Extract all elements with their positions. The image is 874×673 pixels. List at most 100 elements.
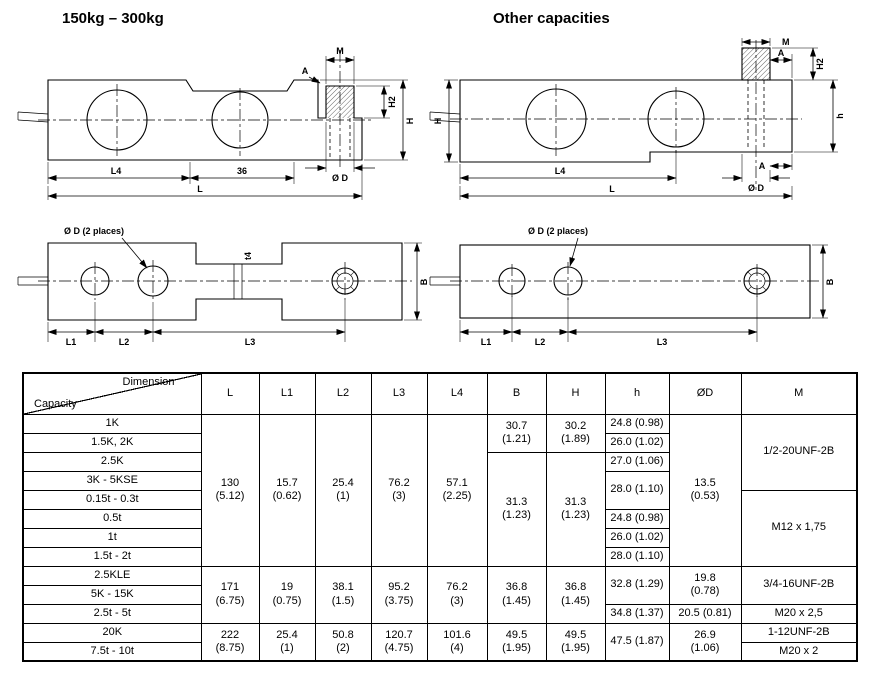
value-cell: 101.6 (4) [426, 622, 488, 662]
value-cell: 24.8 (0.98) [604, 508, 670, 529]
dim-label-M: M [336, 46, 344, 56]
dim-label-L: L [197, 184, 203, 194]
dim-label-t4: t4 [243, 252, 253, 260]
top-view-150kg: t4 Ø D (2 places) L [17, 226, 429, 347]
value-cell: 32.8 (1.29) [604, 565, 670, 605]
value-cell: 76.2 (3) [426, 565, 488, 624]
value-cell: 31.3 (1.23) [486, 451, 547, 567]
capacity-cell: 20K [22, 622, 202, 643]
value-cell: 27.0 (1.06) [604, 451, 670, 472]
side-view-other: M A H2 h H A [429, 37, 845, 200]
capacity-cell: 2.5KLE [22, 565, 202, 586]
dim-label-L: L [609, 184, 615, 194]
header-dimension: Dimension [122, 376, 175, 388]
dim-label-A: A [759, 161, 766, 171]
col-header-L2: L2 [314, 372, 372, 415]
dim-label-h: h [835, 113, 845, 119]
value-cell: M20 x 2,5 [740, 603, 858, 624]
value-cell: 34.8 (1.37) [604, 603, 670, 624]
table-header-row: Dimension Capacity L L1 L2 L3 L4 B H h Ø… [22, 372, 858, 415]
table-row: 20K 222 (8.75) 25.4 (1) 50.8 (2) 120.7 (… [22, 622, 858, 662]
value-cell: 26.0 (1.02) [604, 527, 670, 548]
table-row: 2.5KLE 171 (6.75) 19 (0.75) 38.1 (1.5) 9… [22, 565, 858, 624]
dim-label-H: H [433, 118, 443, 125]
value-cell: 25.4 (1) [314, 413, 372, 567]
dim-label-L4: L4 [111, 166, 122, 176]
dim-label-B: B [419, 278, 429, 285]
table-row: 7.5t - 10t M20 x 2 [22, 641, 858, 662]
value-cell: 222 (8.75) [200, 622, 260, 662]
dim-label-H2: H2 [815, 58, 825, 70]
table-row: 2.5t - 5t 34.8 (1.37) 20.5 (0.81) M20 x … [22, 603, 858, 624]
value-cell: 25.4 (1) [258, 622, 316, 662]
header-capacity: Capacity [34, 398, 77, 411]
beam-top-outline [459, 244, 811, 319]
dim-label-A: A [778, 48, 785, 58]
value-cell: 28.0 (1.10) [604, 470, 670, 510]
cable-line [429, 111, 461, 115]
col-header-h: h [604, 372, 670, 415]
capacity-cell: 3K - 5KSE [22, 470, 202, 491]
beam-top-outline [47, 242, 403, 321]
dim-label-36: 36 [237, 166, 247, 176]
col-header-M: M [740, 372, 858, 415]
dim-label-M: M [782, 37, 790, 47]
capacity-cell: 2.5K [22, 451, 202, 472]
value-cell: M12 x 1,75 [740, 489, 858, 567]
col-header-L: L [200, 372, 260, 415]
value-cell: 31.3 (1.23) [545, 451, 606, 567]
value-cell: 130 (5.12) [200, 413, 260, 567]
value-cell: 26.9 (1.06) [668, 622, 742, 662]
value-cell: 57.1 (2.25) [426, 413, 488, 567]
value-cell: 171 (6.75) [200, 565, 260, 624]
side-view-150kg: M A H2 H L4 36 L [17, 46, 415, 200]
capacity-cell: 1.5K, 2K [22, 432, 202, 453]
value-cell: 30.7 (1.21) [486, 413, 547, 453]
dim-label-H: H [405, 118, 415, 125]
value-cell: 28.0 (1.10) [604, 546, 670, 567]
capacity-cell: 1.5t - 2t [22, 546, 202, 567]
capacity-cell: 1t [22, 527, 202, 548]
col-header-OD: ØD [668, 372, 742, 415]
diagonal-header-cell: Dimension Capacity [22, 372, 202, 415]
dim-label-OD: Ø D [332, 173, 349, 183]
capacity-cell: 5K - 15K [22, 584, 202, 605]
value-cell: 36.8 (1.45) [486, 565, 547, 624]
value-cell: 24.8 (0.98) [604, 413, 670, 434]
value-cell: 13.5 (0.53) [668, 413, 742, 567]
value-cell: 76.2 (3) [370, 413, 428, 567]
col-header-L1: L1 [258, 372, 316, 415]
heading-other-capacities: Other capacities [493, 10, 610, 27]
value-cell: 15.7 (0.62) [258, 413, 316, 567]
table-row: 1.5K, 2K 26.0 (1.02) [22, 432, 857, 453]
value-cell: 47.5 (1.87) [604, 622, 670, 662]
value-cell: 49.5 (1.95) [545, 622, 606, 662]
value-cell: 19.8 (0.78) [668, 565, 742, 605]
dim-label-H2: H2 [387, 96, 397, 108]
dim-label-B: B [825, 278, 835, 285]
value-cell: M20 x 2 [740, 641, 858, 662]
col-header-H: H [545, 372, 606, 415]
dim-label-L2: L2 [535, 337, 546, 347]
col-header-L4: L4 [426, 372, 488, 415]
engineering-drawings: M A H2 H L4 36 L [17, 37, 845, 347]
dimension-table: Dimension Capacity L L1 L2 L3 L4 B H h Ø… [22, 372, 858, 663]
dim-label-L2: L2 [119, 337, 130, 347]
dim-label-L1: L1 [66, 337, 77, 347]
value-cell: 36.8 (1.45) [545, 565, 606, 624]
capacity-cell: 7.5t - 10t [22, 641, 202, 662]
value-cell: 95.2 (3.75) [370, 565, 428, 624]
value-cell: 38.1 (1.5) [314, 565, 372, 624]
dim-label-A: A [302, 66, 309, 76]
beam-outline [459, 79, 793, 163]
value-cell: 30.2 (1.89) [545, 413, 606, 453]
col-header-B: B [486, 372, 547, 415]
value-cell: 1/2-20UNF-2B [740, 413, 858, 491]
dim-label-L3: L3 [245, 337, 256, 347]
value-cell: 26.0 (1.02) [604, 432, 670, 453]
value-cell: 19 (0.75) [258, 565, 316, 624]
dim-label-L3: L3 [657, 337, 668, 347]
value-cell: 120.7 (4.75) [370, 622, 428, 662]
cable-line [17, 111, 49, 115]
